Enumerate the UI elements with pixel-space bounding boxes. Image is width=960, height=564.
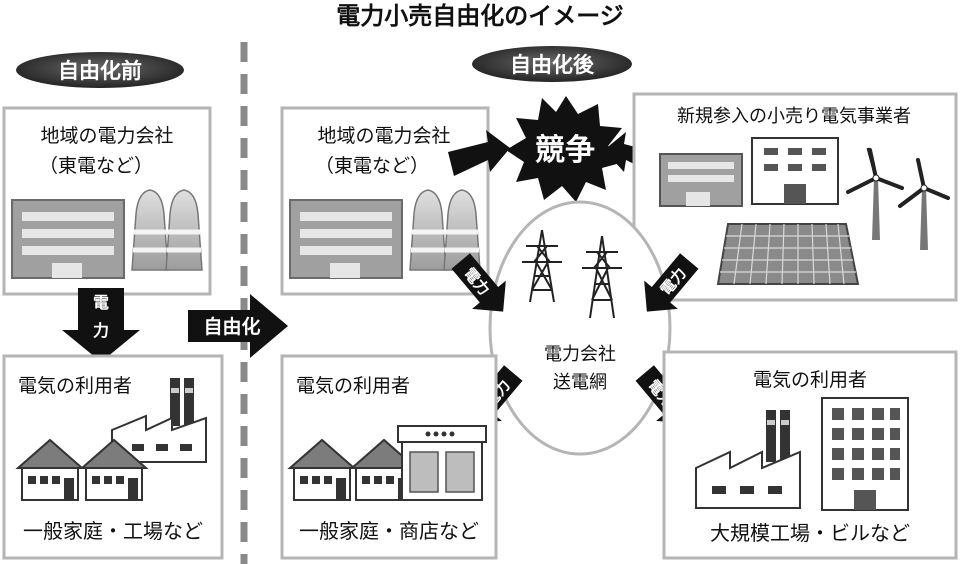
large-factory-icon xyxy=(695,410,801,509)
house-icon-2 xyxy=(79,438,149,501)
grid-label-line2: 送電網 xyxy=(553,372,607,393)
after-users-right-box: 電気の利用者 大規模工場・ビルなど xyxy=(662,350,958,560)
after-users-right-caption: 大規模工場・ビルなど xyxy=(710,521,910,545)
grid-label-line1: 電力会社 xyxy=(544,344,616,365)
after-utility-line2: （東電など） xyxy=(315,155,429,177)
grid-ellipse: 電力会社 送電網 xyxy=(488,200,672,456)
cooling-tower-icon xyxy=(409,189,481,271)
before-power-arrow: 電 力 xyxy=(62,288,140,362)
after-users-left-title: 電気の利用者 xyxy=(296,375,410,397)
office-tower-icon xyxy=(821,397,909,511)
after-users-right-title: 電気の利用者 xyxy=(753,369,867,391)
before-pill: 自由化前 xyxy=(16,52,184,88)
transmission-tower-icon-2 xyxy=(582,235,622,319)
before-utility-line1: 地域の電力会社 xyxy=(40,125,173,147)
cooling-tower-icon xyxy=(131,189,203,271)
competition-burst: 競争 xyxy=(506,96,624,202)
after-utility-line1: 地域の電力会社 xyxy=(317,125,450,147)
wind-turbine-icon-2 xyxy=(898,158,950,250)
before-power-label-1: 電 xyxy=(93,293,109,312)
shop-icon xyxy=(397,425,487,501)
page-title: 電力小売自由化のイメージ xyxy=(336,2,624,30)
house-icon xyxy=(15,438,85,501)
power-plant-building-icon xyxy=(11,199,125,279)
office-building-icon-2 xyxy=(751,137,839,205)
liberalization-arrow: 自由化 xyxy=(188,294,288,358)
before-users-box: 電気の利用者 一般家庭・工場など xyxy=(2,354,224,560)
before-utility-box: 地域の電力会社 （東電など） xyxy=(2,106,212,296)
transmission-tower-icon xyxy=(522,229,562,303)
house-icon xyxy=(287,438,357,501)
power-plant-building-icon xyxy=(289,199,403,279)
before-power-label-2: 力 xyxy=(93,321,109,340)
office-building-icon xyxy=(659,153,743,207)
before-utility-line2: （東電など） xyxy=(39,155,153,177)
wind-turbine-icon xyxy=(846,147,904,240)
after-utility-box: 地域の電力会社 （東電など） xyxy=(280,106,490,296)
after-users-left-box: 電気の利用者 一般家庭・商店など xyxy=(280,354,498,560)
newcomers-title: 新規参入の小売り電気事業者 xyxy=(677,106,911,127)
solar-panel-icon xyxy=(716,223,860,285)
competition-label: 競争 xyxy=(535,133,595,168)
arrow-utility-to-competition xyxy=(448,130,510,176)
newcomers-box: 新規参入の小売り電気事業者 xyxy=(632,92,958,302)
after-pill-label: 自由化後 xyxy=(510,53,595,77)
factory-icon xyxy=(111,378,207,463)
after-users-left-caption: 一般家庭・商店など xyxy=(299,519,479,543)
liberalization-label: 自由化 xyxy=(203,315,260,338)
before-users-title: 電気の利用者 xyxy=(18,375,132,397)
before-users-caption: 一般家庭・工場など xyxy=(23,519,203,543)
after-pill: 自由化後 xyxy=(472,46,632,82)
before-pill-label: 自由化前 xyxy=(58,59,142,83)
